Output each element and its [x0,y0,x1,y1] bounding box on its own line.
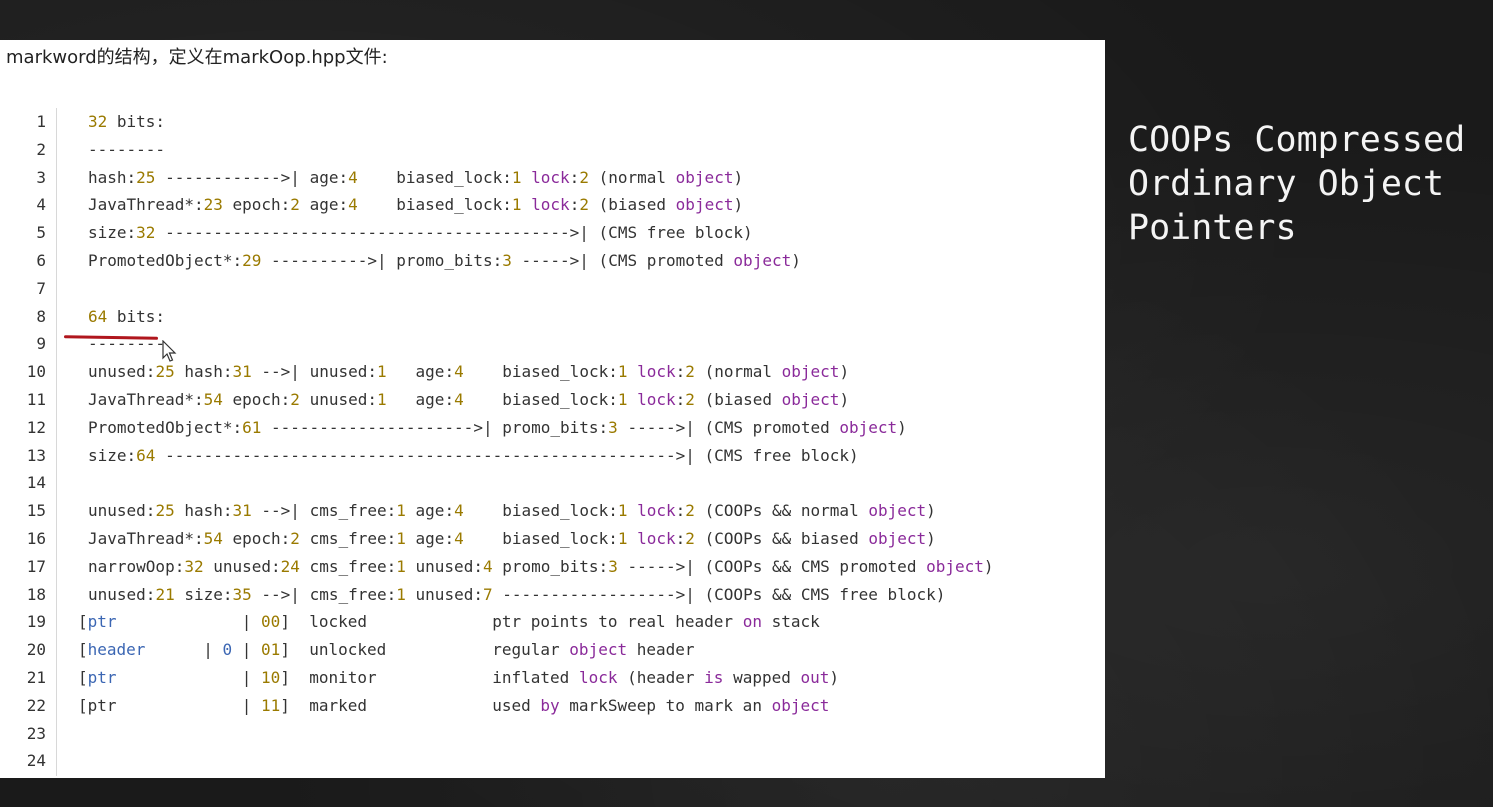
code-line: 12 PromotedObject*:61 -------------------… [0,414,1105,442]
code-text: [ptr | 10] monitor inflated lock (header… [78,667,840,687]
line-number: 4 [36,195,46,215]
side-title-line-2: Ordinary Object [1128,164,1445,204]
code-line: 20 [header | 0 | 01] unlocked regular obj… [0,636,1105,664]
line-number: 12 [26,417,46,437]
line-number: 16 [26,528,46,548]
code-line: 7 [0,275,1105,303]
slide-heading: markword的结构，定义在markOop.hpp文件: [6,47,388,68]
code-line: 21 [ptr | 10] monitor inflated lock (head… [0,664,1105,692]
line-number: 18 [26,584,46,604]
code-line: 6 PromotedObject*:29 ---------->| promo_b… [0,247,1105,275]
code-line: 4 JavaThread*:23 epoch:2 age:4 biased_loc… [0,191,1105,219]
code-line: 3 hash:25 ------------>| age:4 biased_loc… [0,164,1105,192]
line-number: 24 [26,751,46,771]
code-line: 15 unused:25 hash:31 -->| cms_free:1 age:… [0,497,1105,525]
line-number: 15 [26,501,46,521]
code-line: 16 JavaThread*:54 epoch:2 cms_free:1 age:… [0,525,1105,553]
line-number: 14 [26,473,46,493]
code-text: 64 bits: [88,306,166,326]
line-number: 17 [26,556,46,576]
line-number: 6 [36,250,46,270]
gutter-divider [56,108,57,776]
line-number: 19 [26,612,46,632]
line-number: 22 [26,695,46,715]
code-text: [ptr | 00] locked ptr points to real hea… [78,612,820,632]
line-number: 20 [26,640,46,660]
code-line: 18 unused:21 size:35 -->| cms_free:1 unus… [0,581,1105,609]
line-number: 8 [36,306,46,326]
code-line: 10 unused:25 hash:31 -->| unused:1 age:4 … [0,358,1105,386]
code-line: 19 [ptr | 00] locked ptr points to real h… [0,608,1105,636]
code-text: hash:25 ------------>| age:4 biased_lock… [88,167,744,187]
code-line: 24 [0,747,1105,775]
slide-panel: markword的结构，定义在markOop.hpp文件: 1 32 bits: 2… [0,40,1105,778]
mouse-cursor-icon [162,339,178,368]
code-line: 14 [0,469,1105,497]
code-block: 1 32 bits: 2 -------- 3 hash:25 ------------>… [0,108,1105,776]
code-text: unused:25 hash:31 -->| cms_free:1 age:4 … [88,501,936,521]
code-text: PromotedObject*:29 ---------->| promo_bi… [88,250,801,270]
code-text: [ptr | 11] marked used by markSweep to m… [78,695,830,715]
side-title: COOPs Compressed Ordinary Object Pointer… [1128,118,1488,250]
code-line: 17 narrowOop:32 unused:24 cms_free:1 unus… [0,553,1105,581]
code-text: JavaThread*:54 epoch:2 cms_free:1 age:4 … [88,528,936,548]
code-text: JavaThread*:54 epoch:2 unused:1 age:4 bi… [88,389,850,409]
code-line: 11 JavaThread*:54 epoch:2 unused:1 age:4 … [0,386,1105,414]
line-number: 2 [36,139,46,159]
line-number: 13 [26,445,46,465]
code-line: 22 [ptr | 11] marked used by markSweep to… [0,692,1105,720]
line-number: 3 [36,167,46,187]
code-text: [header | 0 | 01] unlocked regular objec… [78,640,695,660]
code-line: 2 -------- [0,136,1105,164]
line-number: 10 [26,362,46,382]
code-text: size:32 --------------------------------… [88,223,753,243]
line-number: 5 [36,223,46,243]
code-text: 32 bits: [88,112,166,131]
line-number: 21 [26,667,46,687]
line-number: 9 [36,334,46,354]
line-number: 23 [26,723,46,743]
code-line: 5 size:32 -------------------------------… [0,219,1105,247]
code-text: size:64 --------------------------------… [88,445,859,465]
code-lines: 1 32 bits: 2 -------- 3 hash:25 ------------>… [0,108,1105,775]
side-title-line-3: Pointers [1128,208,1297,248]
line-number: 1 [36,112,46,131]
line-number: 11 [26,389,46,409]
code-text: -------- [88,334,166,354]
code-line: 23 [0,720,1105,748]
code-text: unused:21 size:35 -->| cms_free:1 unused… [88,584,946,604]
code-text: PromotedObject*:61 ---------------------… [88,417,907,437]
side-title-line-1: COOPs Compressed [1128,120,1466,160]
code-line: 13 size:64 ------------------------------… [0,442,1105,470]
code-text: narrowOop:32 unused:24 cms_free:1 unused… [88,556,994,576]
code-line: 1 32 bits: [0,108,1105,136]
line-number: 7 [36,278,46,298]
code-text: unused:25 hash:31 -->| unused:1 age:4 bi… [88,362,850,382]
code-text: JavaThread*:23 epoch:2 age:4 biased_lock… [88,195,744,215]
code-text: -------- [88,139,166,159]
code-line: 8 64 bits: [0,303,1105,331]
